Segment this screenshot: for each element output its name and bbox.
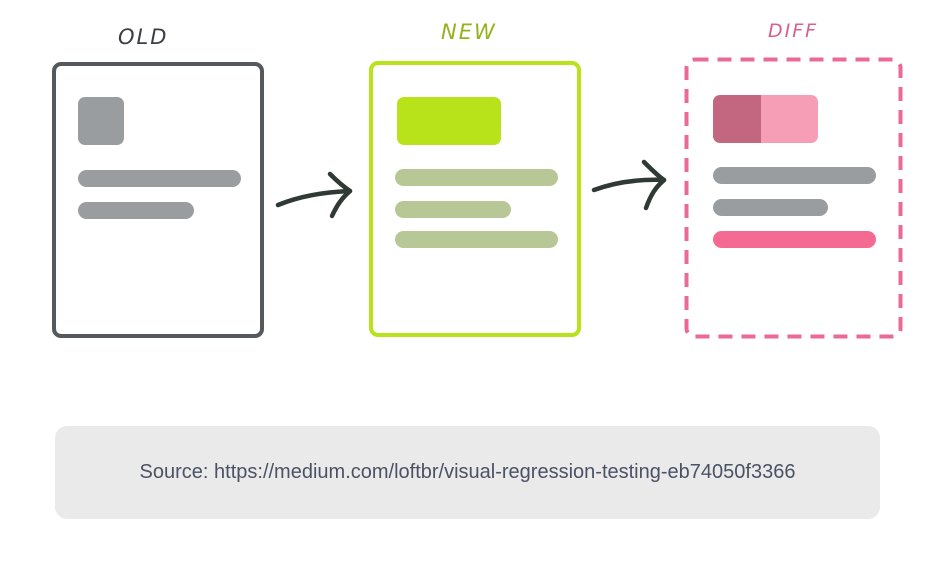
- old-label: OLD: [118, 25, 169, 49]
- arrow-right-icon: [591, 159, 667, 211]
- new-text-line-3: [395, 231, 558, 248]
- new-label: NEW: [441, 20, 497, 44]
- old-text-line-2: [78, 202, 194, 219]
- arrow-right-icon: [275, 171, 353, 219]
- diff-page-mockup: [684, 57, 903, 339]
- diff-highlight-line: [713, 231, 876, 248]
- diff-text-line-2: [713, 199, 828, 216]
- new-text-line-2: [395, 201, 511, 218]
- new-text-line-1: [395, 169, 558, 186]
- old-image-block: [78, 97, 124, 145]
- diff-dashed-border: [684, 57, 903, 339]
- new-page-mockup: [369, 61, 581, 337]
- source-text: Source: https://medium.com/loftbr/visual…: [139, 461, 796, 483]
- diff-image-block-new: [761, 95, 818, 143]
- new-image-block: [397, 97, 501, 145]
- old-text-line-1: [78, 170, 241, 187]
- source-caption: Source: https://medium.com/loftbr/visual…: [55, 426, 880, 519]
- diff-text-line-1: [713, 167, 876, 184]
- diff-label: DIFF: [768, 20, 819, 42]
- diff-image-block-old: [713, 95, 765, 143]
- old-page-mockup: [52, 62, 264, 338]
